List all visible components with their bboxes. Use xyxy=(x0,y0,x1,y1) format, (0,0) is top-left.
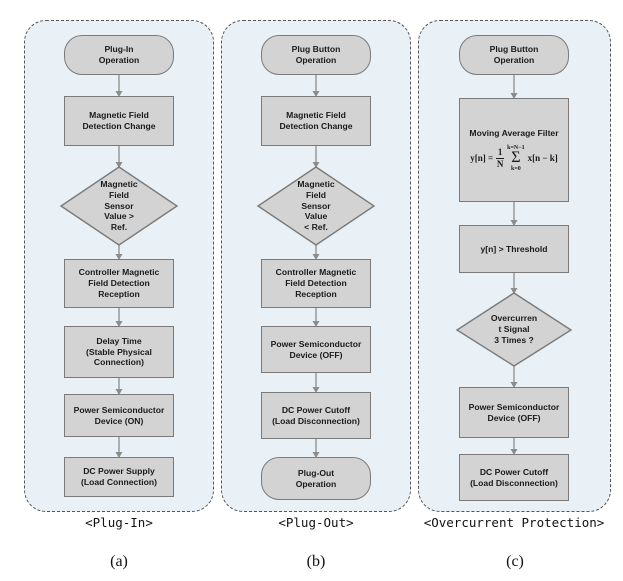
caption-plug-in: <Plug-In> xyxy=(85,515,153,530)
magnetic-field-change-step: Magnetic Field Detection Change xyxy=(261,96,371,146)
formula-sum-lower: k=0 xyxy=(510,165,521,172)
dc-power-cutoff-step: DC Power Cutoff (Load Disconnection) xyxy=(261,392,371,439)
decision-diamond-b xyxy=(256,166,376,246)
formula-fraction-numerator: 1 xyxy=(497,146,503,157)
magnetic-field-change-step: Magnetic Field Detection Change xyxy=(64,96,174,146)
caption-plug-out: <Plug-Out> xyxy=(278,515,354,530)
caption-overcurrent-protection: <Overcurrent Protection> xyxy=(423,515,605,530)
plug-in-start-terminal: Plug-In Operation xyxy=(64,35,174,75)
moving-average-formula: y[n] = 1 N k=N−1 Σ k=0 x[n − k] xyxy=(470,145,558,171)
moving-average-filter-step: Moving Average Filter y[n] = 1 N k=N−1 Σ… xyxy=(459,98,569,202)
decision-diamond-a xyxy=(59,166,179,246)
dc-power-supply-step: DC Power Supply (Load Connection) xyxy=(64,457,174,497)
formula-lhs: y[n] = xyxy=(470,152,494,163)
formula-summation: k=N−1 Σ k=0 xyxy=(507,145,525,171)
threshold-check-step: y[n] > Threshold xyxy=(459,225,569,273)
subfigure-label-a: (a) xyxy=(110,553,128,570)
plug-button-start-terminal: Plug Button Operation xyxy=(459,35,569,75)
power-device-on-step: Power Semiconductor Device (ON) xyxy=(64,394,174,437)
controller-reception-step: Controller Magnetic Field Detection Rece… xyxy=(64,259,174,308)
subfigure-label-c: (c) xyxy=(506,553,524,570)
delay-time-step: Delay Time (Stable Physical Connection) xyxy=(64,326,174,378)
subfigure-label-b: (b) xyxy=(306,553,326,570)
formula-fraction-denominator: N xyxy=(496,158,504,169)
dc-power-cutoff-step: DC Power Cutoff (Load Disconnection) xyxy=(459,454,569,501)
summation-icon: Σ xyxy=(511,149,521,167)
formula-sum-upper: k=N−1 xyxy=(507,145,525,152)
plug-out-end-terminal: Plug-Out Operation xyxy=(261,457,371,500)
filter-title: Moving Average Filter xyxy=(469,128,559,139)
formula-fraction-bar xyxy=(496,157,505,159)
formula-rhs: x[n − k] xyxy=(527,152,558,163)
formula-fraction: 1 N xyxy=(496,146,505,169)
decision-diamond-c xyxy=(455,292,573,367)
plug-button-start-terminal: Plug Button Operation xyxy=(261,35,371,75)
power-device-off-step: Power Semiconductor Device (OFF) xyxy=(459,387,569,438)
power-device-off-step: Power Semiconductor Device (OFF) xyxy=(261,326,371,373)
controller-reception-step: Controller Magnetic Field Detection Rece… xyxy=(261,259,371,308)
